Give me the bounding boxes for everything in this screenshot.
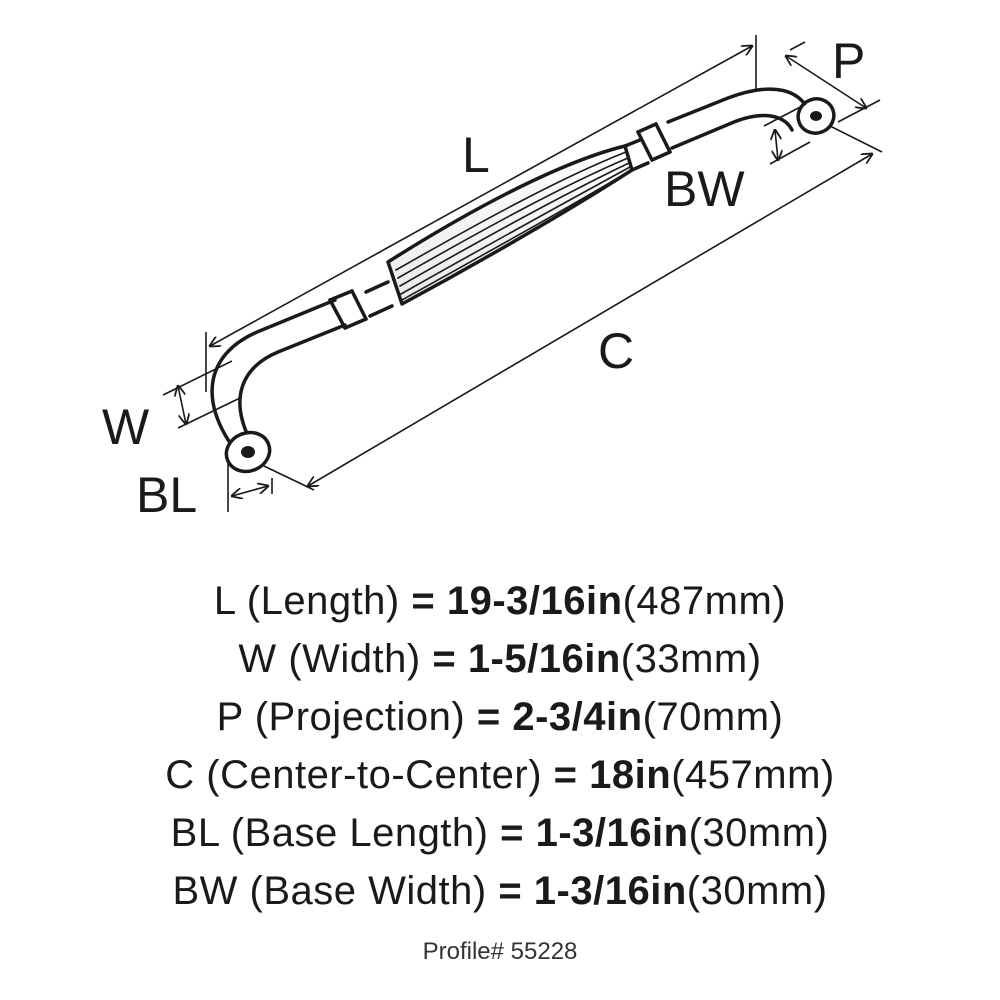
spec-width: W (Width) = 1-5/16in(33mm) <box>0 630 1000 688</box>
spec-base-length: BL (Base Length) = 1-3/16in(30mm) <box>0 804 1000 862</box>
dimension-projection <box>786 41 881 123</box>
label-l: L <box>462 127 490 183</box>
spec-imperial: 19-3/16in <box>446 579 623 623</box>
spec-imperial: 2-3/4in <box>512 695 643 739</box>
spec-name: (Projection) <box>254 695 466 739</box>
handle-dimension-diagram: L W P C BL BW <box>102 33 883 523</box>
dimension-base-length <box>227 462 273 512</box>
right-arm <box>666 87 810 124</box>
spec-equals: = <box>432 637 457 681</box>
spec-imperial: 18in <box>589 753 672 797</box>
spec-length: L (Length) = 19-3/16in(487mm) <box>0 572 1000 630</box>
spec-code: C <box>165 753 195 797</box>
label-c: C <box>598 323 634 379</box>
spec-imperial: 1-5/16in <box>467 637 621 681</box>
spec-metric: (487mm) <box>622 579 787 623</box>
spec-metric: (30mm) <box>686 869 828 913</box>
spec-metric: (70mm) <box>642 695 784 739</box>
spec-metric: (457mm) <box>671 753 835 797</box>
spec-equals: = <box>500 811 524 855</box>
spec-imperial: 1-3/16in <box>535 811 689 855</box>
profile-number: Profile# 55228 <box>422 938 578 965</box>
dimension-width <box>162 360 241 429</box>
spec-name: (Base Width) <box>249 869 487 913</box>
spec-code: BL <box>170 811 220 855</box>
label-bl: BL <box>136 467 197 523</box>
label-w: W <box>102 399 150 455</box>
spec-code: BW <box>172 869 238 913</box>
spec-imperial: 1-3/16in <box>533 869 687 913</box>
left-arm-inner <box>238 323 347 442</box>
spec-equals: = <box>498 869 523 913</box>
dimension-lines <box>162 35 883 512</box>
spec-metric: (33mm) <box>620 637 762 681</box>
cabinet-pull-handle <box>210 87 810 452</box>
spec-projection: P (Projection) = 2-3/4in(70mm) <box>0 688 1000 746</box>
spec-center-to-center: C (Center-to-Center) = 18in(457mm) <box>0 746 1000 804</box>
spec-name: (Base Length) <box>230 811 489 855</box>
spec-code: P <box>216 695 244 739</box>
spec-metric: (30mm) <box>688 811 830 855</box>
label-bw: BW <box>664 161 745 217</box>
spec-base-width: BW (Base Width) = 1-3/16in(30mm) <box>0 862 1000 920</box>
spec-name: (Width) <box>288 637 421 681</box>
spec-equals: = <box>411 579 436 623</box>
spec-equals: = <box>476 695 501 739</box>
left-arm <box>210 298 337 452</box>
left-base-plate <box>224 430 272 474</box>
spec-equals: = <box>553 753 578 797</box>
dimension-spec-list: L (Length) = 19-3/16in(487mm) W (Width) … <box>0 572 1000 920</box>
spec-name: (Center-to-Center) <box>206 753 543 797</box>
spec-code: W <box>238 637 277 681</box>
spec-code: L <box>213 579 236 623</box>
label-p: P <box>832 33 865 89</box>
dimension-center-to-center <box>263 125 883 491</box>
spec-name: (Length) <box>246 579 400 623</box>
